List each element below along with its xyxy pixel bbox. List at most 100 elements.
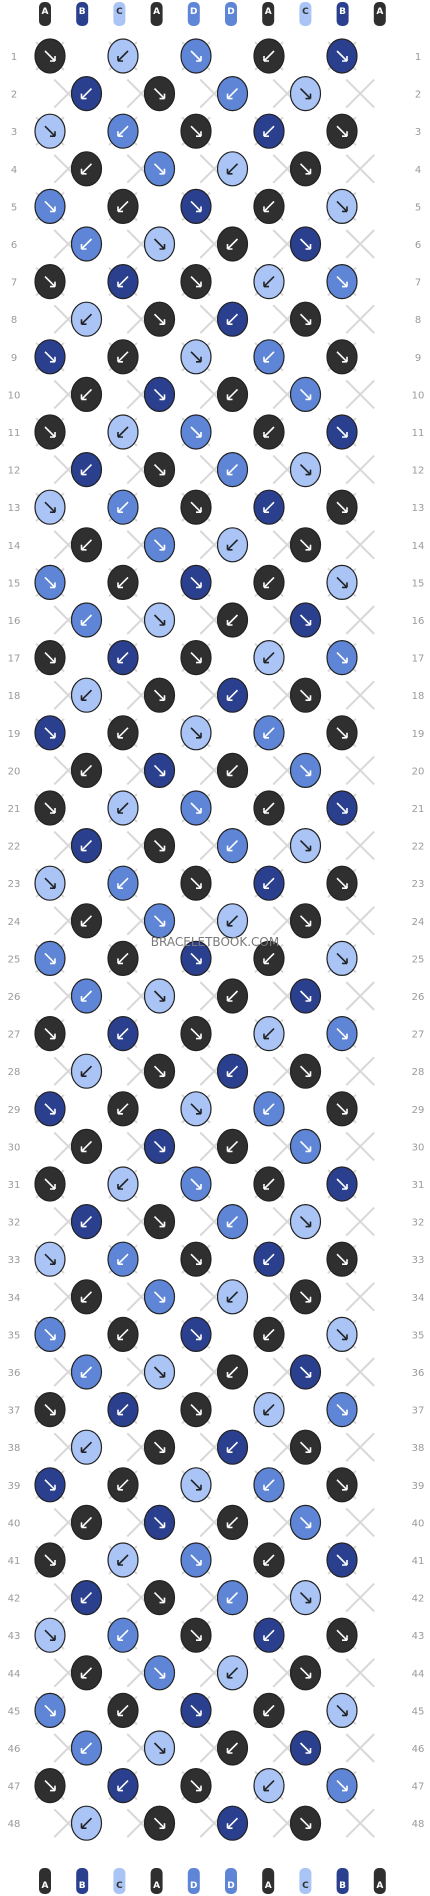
arrow-icon xyxy=(336,1704,348,1716)
strand-label-bottom: A xyxy=(262,1868,275,1894)
arrow-head-icon xyxy=(50,356,56,363)
strand-letter: A xyxy=(376,7,383,17)
knot xyxy=(180,1542,212,1578)
arrow-icon xyxy=(80,1366,93,1378)
arrow-head-icon xyxy=(50,1334,56,1341)
strand-swatch xyxy=(262,2,275,26)
row-number-left: 34 xyxy=(8,1293,21,1304)
arrow-icon xyxy=(80,163,93,175)
row-number-left: 14 xyxy=(8,541,21,552)
arrow-icon xyxy=(117,802,129,814)
knot xyxy=(289,1429,322,1465)
knot xyxy=(289,1655,322,1691)
knot xyxy=(289,75,322,112)
arrow-head-icon xyxy=(263,732,269,739)
strand-label-top: A xyxy=(39,2,51,26)
arrow-head-icon xyxy=(117,507,123,513)
arrow-icon xyxy=(153,689,166,701)
arrow-head-icon xyxy=(342,1259,348,1265)
strand-letter: D xyxy=(190,7,197,17)
knot xyxy=(326,1542,358,1578)
arrow-head-icon xyxy=(50,1184,56,1190)
arrow-icon xyxy=(299,1742,312,1754)
knot xyxy=(216,301,249,337)
arrow-head-icon xyxy=(226,1672,233,1679)
arrow-head-icon xyxy=(226,770,233,777)
arrow-icon xyxy=(190,276,202,288)
arrow-icon xyxy=(336,1178,348,1190)
row-number-right: 5 xyxy=(415,202,421,213)
strand-label-top: B xyxy=(336,2,349,26)
knot xyxy=(143,226,176,262)
row-number-right: 36 xyxy=(412,1368,425,1379)
arrow-head-icon xyxy=(80,695,87,701)
thread-segment xyxy=(345,906,375,936)
knot xyxy=(180,113,212,149)
arrow-icon xyxy=(44,1028,56,1040)
arrow-icon xyxy=(299,388,312,400)
row-number-left: 17 xyxy=(8,654,21,665)
row-number-left: 48 xyxy=(8,1819,21,1830)
arrow-icon xyxy=(44,1554,56,1566)
thread-segment xyxy=(345,78,375,109)
knot xyxy=(107,1617,139,1653)
knot xyxy=(216,677,249,713)
knot xyxy=(143,1429,176,1465)
knot xyxy=(326,639,358,676)
knot xyxy=(253,339,285,375)
arrow-icon xyxy=(44,1780,56,1792)
knot xyxy=(70,752,103,789)
knot xyxy=(143,677,176,713)
knot xyxy=(107,489,139,525)
thread-segment xyxy=(345,379,375,410)
knot xyxy=(107,414,139,450)
arrow-icon xyxy=(117,501,129,513)
arrow-icon xyxy=(226,1516,239,1528)
knot xyxy=(253,113,285,149)
knot xyxy=(180,1316,212,1353)
arrow-head-icon xyxy=(305,1597,312,1604)
row-number-left: 10 xyxy=(8,390,21,401)
strand-swatch xyxy=(225,2,237,26)
knot xyxy=(289,1504,322,1541)
knot xyxy=(70,151,103,187)
strand-swatch xyxy=(262,1868,275,1894)
knot xyxy=(34,1542,66,1578)
knot xyxy=(216,1429,249,1465)
row-number-left: 24 xyxy=(8,917,21,928)
thread-segment xyxy=(345,1432,375,1462)
row-number-right: 24 xyxy=(412,917,425,928)
arrow-icon xyxy=(263,1328,275,1340)
knot xyxy=(107,715,139,751)
strand-swatch xyxy=(76,1868,89,1894)
arrow-icon xyxy=(336,1103,348,1115)
arrow-head-icon xyxy=(80,1146,87,1153)
arrow-head-icon xyxy=(342,1108,348,1115)
row-number-left: 28 xyxy=(8,1067,21,1078)
knot xyxy=(107,339,139,375)
arrow-icon xyxy=(336,276,348,288)
row-number-right: 9 xyxy=(415,353,421,364)
arrow-head-icon xyxy=(342,1409,348,1416)
arrow-head-icon xyxy=(159,394,166,401)
knot xyxy=(143,1504,176,1541)
row-number-left: 29 xyxy=(8,1105,21,1116)
arrow-head-icon xyxy=(305,1447,312,1453)
arrow-head-icon xyxy=(80,1447,87,1453)
knot xyxy=(326,1692,358,1729)
arrow-icon xyxy=(153,1667,166,1679)
row-number-left: 5 xyxy=(11,202,17,213)
knot xyxy=(326,940,358,977)
arrow-head-icon xyxy=(117,56,123,62)
arrow-head-icon xyxy=(196,206,202,213)
arrow-icon xyxy=(153,313,166,325)
arrow-head-icon xyxy=(305,544,312,551)
arrow-icon xyxy=(153,840,166,852)
thread-segment xyxy=(345,229,375,259)
arrow-icon xyxy=(226,1065,239,1077)
arrow-head-icon xyxy=(305,1823,312,1829)
arrow-icon xyxy=(336,576,348,588)
knot xyxy=(70,527,103,563)
row-number-right: 33 xyxy=(412,1255,425,1266)
